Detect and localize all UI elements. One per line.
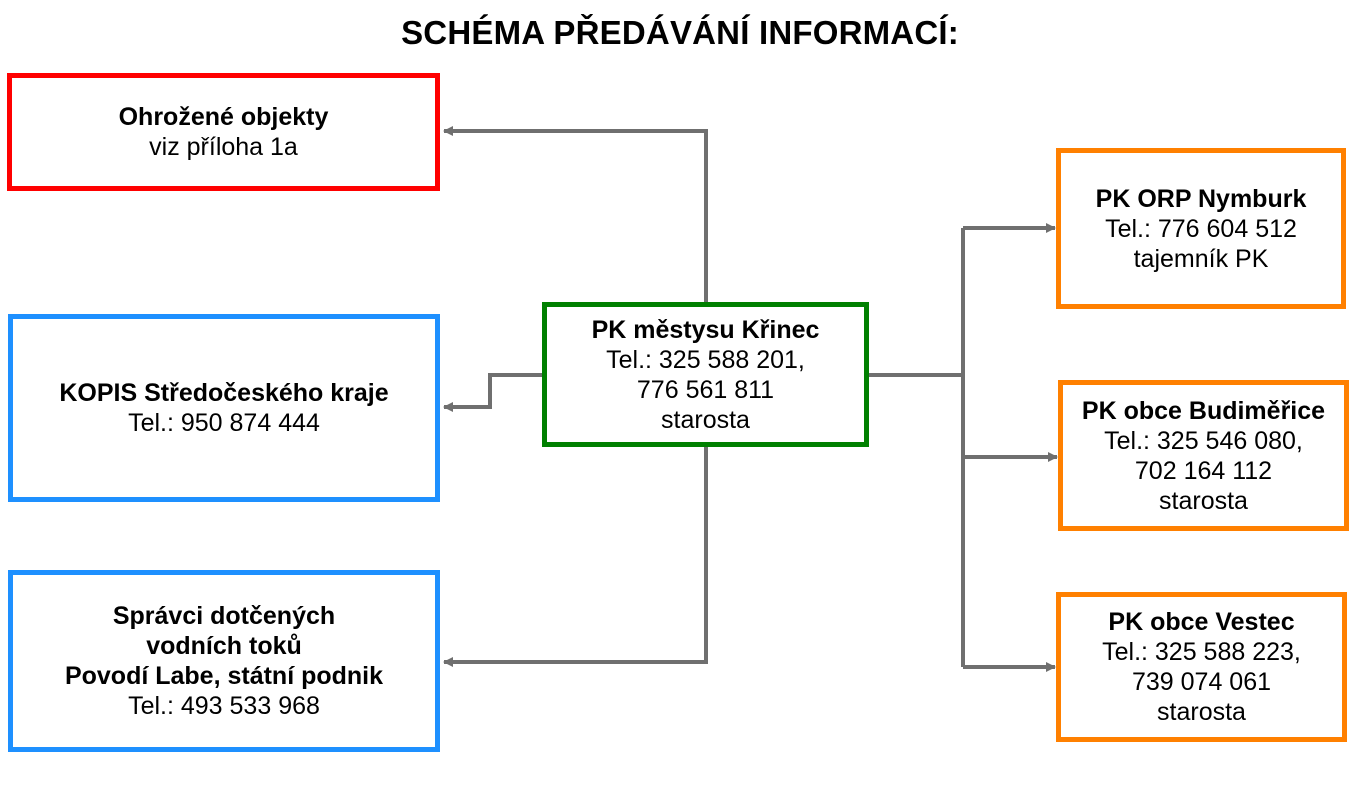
box-phone-1: Tel.: 325 588 223, xyxy=(1102,638,1301,666)
box-kopis: KOPIS Středočeského kraje Tel.: 950 874 … xyxy=(8,314,440,502)
box-name: PK městysu Křinec xyxy=(591,315,820,344)
box-role: starosta xyxy=(661,405,750,434)
box-orp-nymburk: PK ORP Nymburk Tel.: 776 604 512 tajemní… xyxy=(1056,148,1346,309)
box-vestec: PK obce Vestec Tel.: 325 588 223, 739 07… xyxy=(1056,592,1347,742)
arrow-to-spravci-toku xyxy=(443,447,708,667)
box-phone-2: 776 561 811 xyxy=(636,375,775,404)
box-phone-2: 739 074 061 xyxy=(1131,668,1272,696)
arrow-to-ohrozene-objekty xyxy=(443,126,708,303)
box-ohrozene-objekty: Ohrožené objekty viz příloha 1a xyxy=(7,73,440,191)
box-name: PK obce Budiměřice xyxy=(1081,396,1326,425)
box-phone-1: Tel.: 325 588 201, xyxy=(606,345,805,374)
box-role: starosta xyxy=(1159,486,1248,515)
box-name: PK ORP Nymburk xyxy=(1095,184,1307,213)
box-name-line1: Správci dotčených xyxy=(112,602,336,630)
box-phone-1: Tel.: 325 546 080, xyxy=(1104,426,1303,455)
diagram-title: SCHÉMA PŘEDÁVÁNÍ INFORMACÍ: xyxy=(401,14,959,51)
box-budimerice: PK obce Budiměřice Tel.: 325 546 080, 70… xyxy=(1058,380,1349,531)
box-phone-1: Tel.: 776 604 512 xyxy=(1105,214,1297,243)
box-name: PK obce Vestec xyxy=(1108,608,1295,636)
box-name: KOPIS Středočeského kraje xyxy=(59,379,389,407)
box-name-line2: vodních toků xyxy=(146,632,302,660)
box-name: Ohrožené objekty xyxy=(118,103,329,131)
box-spravci-toku: Správci dotčených vodních toků Povodí La… xyxy=(8,570,440,752)
box-detail: Tel.: 950 874 444 xyxy=(128,409,320,437)
box-role: tajemník PK xyxy=(1133,244,1269,273)
box-krinec: PK městysu Křinec Tel.: 325 588 201, 776… xyxy=(542,302,869,447)
box-name-line3: Povodí Labe, státní podnik xyxy=(64,662,384,690)
box-phone-2: 702 164 112 xyxy=(1134,456,1273,485)
box-role: starosta xyxy=(1157,698,1246,726)
arrow-to-kopis xyxy=(443,373,544,412)
box-detail: viz příloha 1a xyxy=(149,133,298,161)
box-detail: Tel.: 493 533 968 xyxy=(128,692,320,720)
